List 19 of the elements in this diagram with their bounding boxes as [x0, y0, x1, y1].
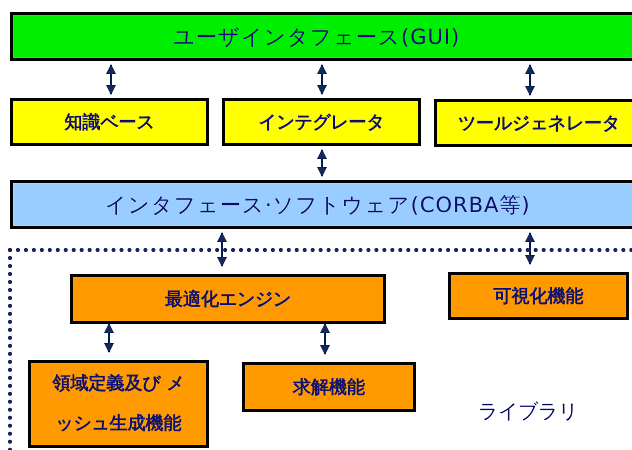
module-box: インテグレータ: [222, 98, 421, 146]
module-box: ツールジェネレータ: [434, 99, 632, 147]
arrow: [320, 323, 330, 355]
title-bar: ユーザインタフェース(GUI): [10, 12, 632, 61]
library-region: [8, 248, 632, 450]
module-box: 領域定義及び メッシュ生成機能: [28, 360, 209, 448]
arrow: [217, 232, 227, 267]
arrow: [104, 323, 114, 353]
region-label: ライブラリ: [478, 398, 578, 425]
arrow: [525, 232, 535, 265]
arrow: [317, 64, 327, 95]
module-box: 最適化エンジン: [70, 274, 386, 324]
module-box: 可視化機能: [448, 272, 629, 320]
module-box: 求解機能: [242, 362, 416, 412]
interface-bar: インタフェース·ソフトウェア(CORBA等): [10, 180, 632, 229]
arrow: [525, 64, 535, 96]
arrow: [317, 149, 327, 177]
module-box: 知識ベース: [10, 98, 209, 146]
arrow: [106, 64, 116, 95]
